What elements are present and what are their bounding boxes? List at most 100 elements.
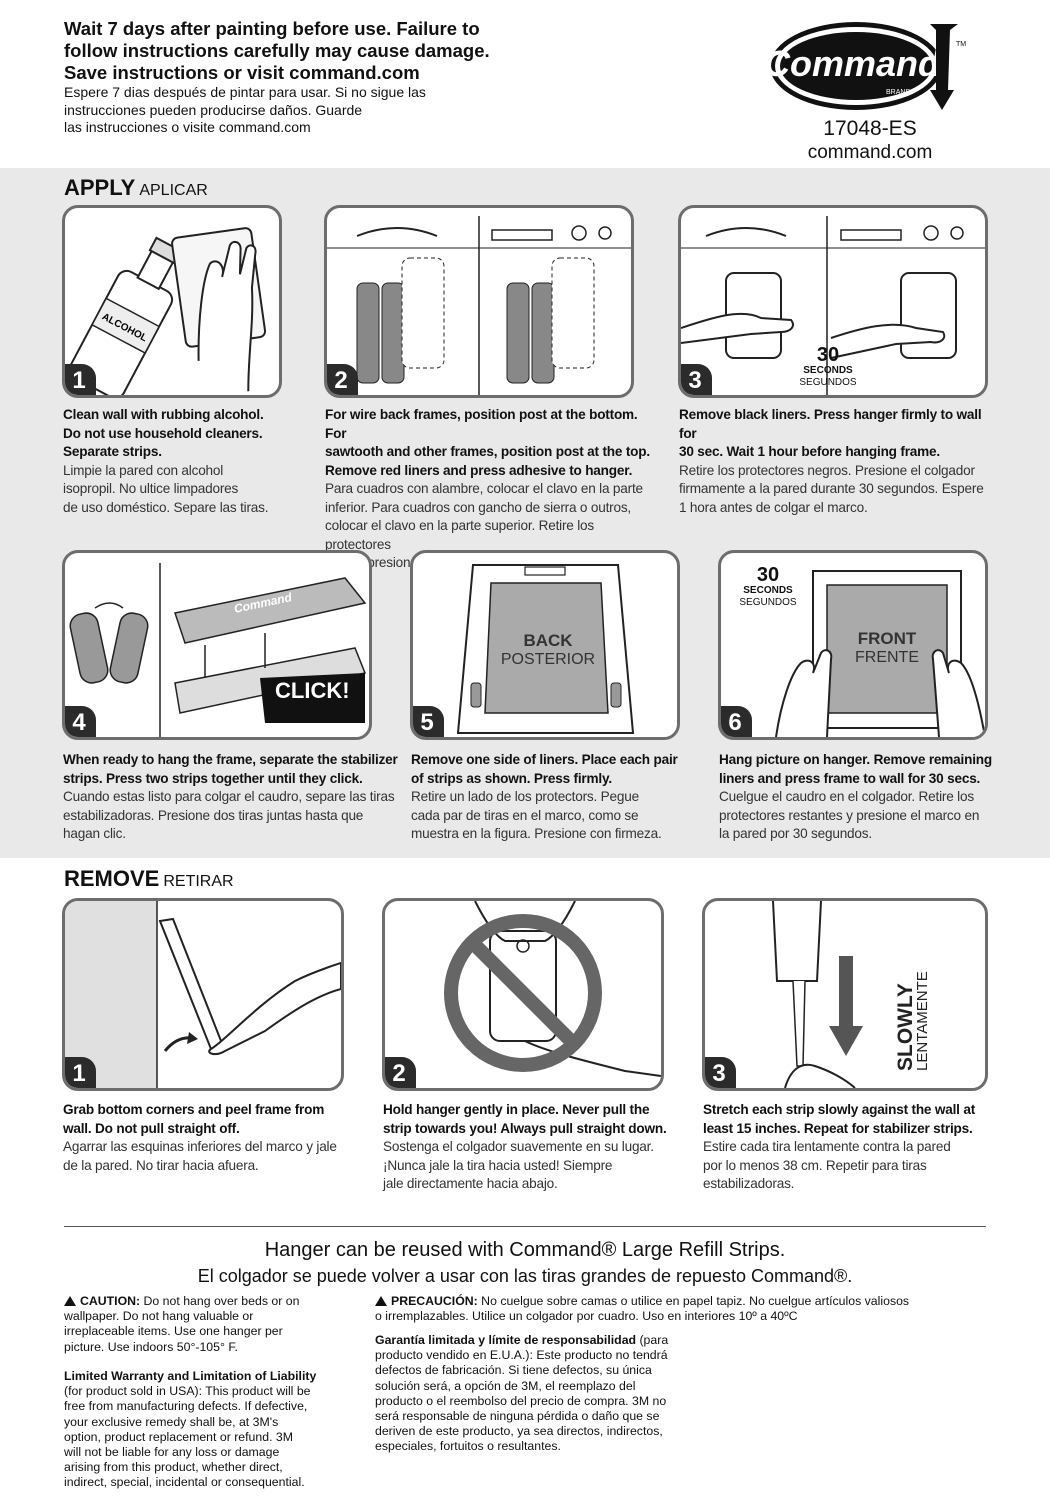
garantia-line: especiales, fortuitos o resultantes. — [375, 1439, 561, 1454]
apply-step-4-caption: When ready to hang the frame, separate t… — [63, 751, 403, 844]
step-number-badge: 3 — [681, 364, 712, 395]
warranty-line: arising from this product, whether direc… — [64, 1460, 283, 1475]
remove-title-es: RETIRAR — [163, 873, 234, 890]
seconds-label-es: SEGUNDOS — [799, 377, 857, 388]
garantia-line: será responsable de ninguna pérdida o da… — [375, 1409, 660, 1424]
header-warning-en: Wait 7 days after painting before use. F… — [64, 18, 490, 84]
remove-step-3-panel: SLOWLY LENTAMENTE 3 — [702, 898, 988, 1091]
caption-line-en: When ready to hang the frame, separate t… — [63, 752, 398, 767]
caption-line-es: colocar el clavo en la parte superior. R… — [325, 518, 595, 552]
warranty-line: (for product sold in USA): This product … — [64, 1384, 311, 1399]
header-warning-line: Save instructions or visit command.com — [64, 62, 420, 83]
stretch-strip-illustration — [772, 901, 863, 1088]
caption-line-en: Remove red liners and press adhesive to … — [325, 462, 633, 478]
frame-back-label: BACK POSTERIOR — [493, 631, 603, 669]
caption-line-en: Hold hanger gently in place. Never pull … — [383, 1102, 650, 1117]
step-number-badge: 3 — [705, 1057, 736, 1088]
caption-line-es: Retire un lado de los protectors. Pegue — [411, 789, 639, 804]
caption-line-es: Retire los protectores negros. Presione … — [679, 462, 975, 478]
front-label: FRONT — [857, 629, 917, 648]
website-link[interactable]: command.com — [807, 142, 933, 163]
garantia-line: solución será, a opción de 3M, el reempl… — [375, 1378, 636, 1393]
caution-line: picture. Use indoors 50°-105° F. — [64, 1339, 238, 1354]
apply-step-1-panel: ALCOHOL 1 — [62, 205, 282, 398]
caption-line-en: For wire back frames, position post at t… — [325, 407, 638, 441]
caution-line: wallpaper. Do not hang valuable or — [64, 1309, 254, 1324]
product-code: 17048-ES — [823, 117, 917, 140]
caption-line-es: 1 hora antes de colgar el marco. — [679, 499, 868, 515]
caption-line-es: de la pared. No tirar hacia afuera. — [63, 1157, 259, 1173]
hanger-orientation-illustration — [327, 216, 631, 395]
caption-line-es: muestra en la figura. Presione con firme… — [411, 826, 662, 841]
alcohol-wipe-illustration: ALCOHOL — [68, 227, 267, 395]
caption-line-en: Clean wall with rubbing alcohol. — [63, 407, 264, 422]
warranty-line: will not be liable for any loss or damag… — [64, 1445, 280, 1460]
apply-step-5-caption: Remove one side of liners. Place each pa… — [411, 751, 701, 844]
caption-line-en: least 15 inches. Repeat for stabilizer s… — [703, 1120, 973, 1136]
step-number-badge: 5 — [413, 706, 444, 737]
step-number-badge: 2 — [327, 364, 358, 395]
apply-step-3-caption: Remove black liners. Press hanger firmly… — [679, 406, 999, 517]
precaucion-text: No cuelgue sobre camas o utilice en pape… — [477, 1294, 910, 1308]
warning-icon — [375, 1296, 387, 1306]
logo-hook-arrow-icon — [930, 24, 958, 110]
step-number-badge: 4 — [65, 706, 96, 737]
frame-front-label: FRONT FRENTE — [827, 629, 947, 667]
caption-line-es: por lo menos 38 cm. Repetir para tiras — [703, 1157, 927, 1173]
caption-line-es: Estire cada tira lentamente contra la pa… — [703, 1139, 951, 1154]
seconds-timer: 30 SECONDS SEGUNDOS — [733, 565, 803, 609]
logo-wordmark: Command — [768, 43, 941, 84]
header-warning-line: las instrucciones o visite command.com — [64, 119, 311, 135]
caption-line-es: hagan clic. — [63, 826, 126, 841]
down-arrow-icon — [829, 1026, 863, 1056]
warranty-block: Limited Warranty and Limitation of Liabi… — [64, 1369, 364, 1491]
garantia-line: producto o el reembolso del precio de co… — [375, 1393, 667, 1408]
back-label: BACK — [523, 631, 573, 650]
garantia-line: producto vendido en E.U.A.): Este produc… — [375, 1348, 668, 1363]
caption-line-es: Limpie la pared con alcohol — [63, 462, 224, 478]
caption-line-en: Stretch each strip slowly against the wa… — [703, 1102, 976, 1117]
caption-line-en: wall. Do not pull straight off. — [63, 1120, 240, 1136]
caption-line-en: of strips as shown. Press firmly. — [411, 770, 612, 786]
step-number-badge: 1 — [65, 1057, 96, 1088]
slowly-text-es: LENTAMENTE — [914, 971, 931, 1071]
header-warning-line: instrucciones pueden producirse daños. G… — [64, 101, 363, 118]
caption-line-en: Remove black liners. Press hanger firmly… — [679, 407, 982, 441]
caption-line-es: cada par de tiras en el marco, como se — [411, 807, 639, 823]
caption-line-es: Sostenga el colgador suavemente en su lu… — [383, 1139, 654, 1154]
warranty-line: indirect, special, incidental or consequ… — [64, 1475, 305, 1490]
stabilizer-click-illustration: Command — [69, 563, 367, 737]
click-label: CLICK! — [275, 678, 350, 703]
apply-step-2-panel: 2 — [324, 205, 634, 398]
sawtooth-icon — [491, 229, 553, 241]
caption-line-es: de uso doméstico. Separe las tiras. — [63, 499, 269, 515]
garantia-text: (para — [636, 1333, 669, 1347]
step-number-badge: 1 — [65, 364, 96, 395]
seconds-label: SECONDS — [743, 585, 793, 596]
back-label-es: POSTERIOR — [500, 651, 596, 668]
caption-line-en: Do not use household cleaners. — [63, 425, 263, 441]
seconds-label-es: SEGUNDOS — [739, 597, 797, 608]
warning-icon — [64, 1296, 76, 1306]
slowly-label: SLOWLY LENTAMENTE — [865, 941, 931, 1071]
command-logo: Command BRAND TM — [764, 16, 968, 116]
caption-line-en: Grab bottom corners and peel frame from — [63, 1102, 325, 1117]
garantia-title: Garantía limitada y límite de responsabi… — [375, 1333, 637, 1347]
caption-line-en: Remove one side of liners. Place each pa… — [411, 752, 678, 767]
caption-line-es: ¡Nunca jale la tira hacia usted! Siempre — [383, 1157, 613, 1173]
caption-line-es: Para cuadros con alambre, colocar el cla… — [325, 481, 643, 496]
do-not-pull-illustration — [444, 901, 661, 1077]
header-warning-es: Espere 7 dias después de pintar para usa… — [64, 84, 426, 137]
caption-line-en: 30 sec. Wait 1 hour before hanging frame… — [679, 444, 940, 459]
header-warning-line: follow instructions carefully may cause … — [64, 40, 490, 61]
caution-line: CAUTION: Do not hang over beds or on — [64, 1294, 364, 1309]
seconds-timer: 30 SECONDS SEGUNDOS — [793, 345, 863, 389]
warranty-line: free from manufacturing defects. If defe… — [64, 1399, 308, 1414]
caption-line-es: Cuelgue el caudro en el colgador. Retire… — [719, 789, 974, 804]
warranty-title: Limited Warranty and Limitation of Liabi… — [64, 1369, 317, 1383]
remove-step-1-panel: 1 — [62, 898, 344, 1091]
apply-step-6-panel: 30 SECONDS SEGUNDOS FRONT FRENTE 6 — [718, 550, 988, 740]
caution-label: CAUTION: — [80, 1294, 141, 1308]
remove-step-1-caption: Grab bottom corners and peel frame from … — [63, 1101, 363, 1175]
